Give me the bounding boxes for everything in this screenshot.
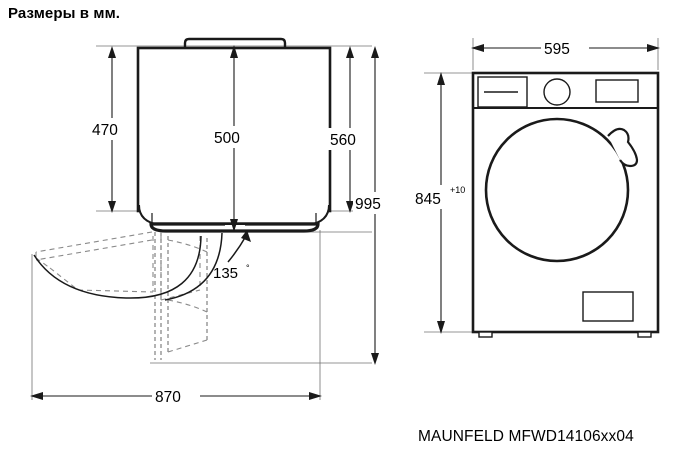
loading-door[interactable] — [484, 117, 630, 263]
door-handle[interactable] — [607, 127, 639, 168]
open-door-plan-panel — [167, 239, 208, 353]
dimension-470-label: 470 — [92, 122, 118, 139]
degree-symbol: ° — [246, 263, 250, 273]
model-label: MAUNFELD MFWD14106xx04 — [418, 428, 634, 445]
front-view-witness-lines — [424, 38, 659, 333]
adjustable-foot-left — [478, 331, 493, 338]
front-view-group: 595 845 +10 — [413, 37, 660, 338]
angle-leader-line — [227, 235, 247, 263]
dimension-870-label: 870 — [155, 389, 181, 406]
door-swing-arc-outer — [33, 235, 202, 299]
dimension-595: 595 — [471, 37, 660, 59]
door-swing-hidden-lines — [35, 231, 201, 301]
dimension-845: 845 +10 — [413, 72, 467, 334]
dimension-845-tolerance: +10 — [450, 185, 465, 195]
dimension-995: 995 — [353, 46, 399, 365]
page-title: Размеры в мм. — [8, 5, 121, 22]
dimension-470: 470 — [90, 46, 134, 213]
door-swing-arc-inner — [164, 232, 223, 301]
program-selector-dial[interactable] — [543, 78, 571, 106]
angle-leader-arrowhead — [241, 230, 251, 242]
dimension-500-label: 500 — [214, 130, 240, 147]
dimension-845-label: 845 — [415, 191, 441, 208]
dimension-870: 870 — [30, 385, 322, 407]
dimension-500: 500 — [212, 45, 256, 232]
lid-hinge-bump — [183, 37, 287, 48]
adjustable-foot-right — [637, 331, 652, 338]
top-view-group: 135 ° 470 500 — [30, 37, 399, 407]
filter-access-hatch[interactable] — [582, 291, 634, 322]
dimension-995-label: 995 — [355, 196, 381, 213]
dimension-560-label: 560 — [330, 132, 356, 149]
dimension-560: 560 — [328, 46, 372, 213]
dimension-595-label: 595 — [544, 41, 570, 58]
angle-value-label: 135 — [213, 265, 238, 282]
display-panel — [595, 79, 639, 103]
